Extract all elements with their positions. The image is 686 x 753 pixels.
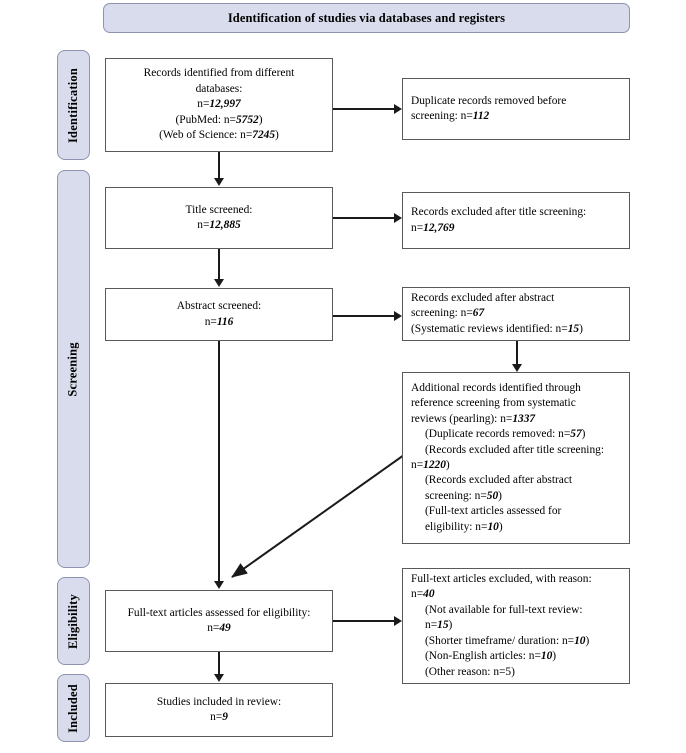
diagram-title-banner: Identification of studies via databases … [103,3,630,33]
connector-title-to-excluded [333,217,395,219]
diagram-title: Identification of studies via databases … [227,10,506,25]
box-fulltext-assessed: Full-text articles assessed for eligibil… [105,590,333,652]
pearling-fulltext-count: eligibility: n=10) [425,520,503,533]
fulltext-excluded-not-available-count: n=15) [425,619,453,632]
connector-abstract-excluded-to-pearling [516,341,518,367]
title-screened-count: n=12,885 [197,219,241,231]
box-title-screened: Title screened: n=12,885 [105,187,333,249]
fulltext-assessed-line1: Full-text articles assessed for eligibil… [127,606,311,619]
duplicates-removed-count: screening: n=112 [411,110,490,122]
abstract-screened-count: n=116 [204,315,234,328]
arrowhead-title-to-excluded [394,213,402,223]
box-abstract-screened: Abstract screened: n=116 [105,288,333,341]
records-identified-pubmed: (PubMed: n=5752) [175,113,263,126]
pearling-title-excluded-count: n=1220) [411,459,450,471]
arrowhead-fulltext-to-excluded [394,616,402,626]
abstract-screened-line1: Abstract screened: [176,300,262,313]
records-identified-line1: Records identified from different [143,67,295,80]
box-fulltext-excluded: Full-text articles excluded, with reason… [402,568,630,684]
fulltext-excluded-other: (Other reason: n=5) [425,665,515,678]
records-identified-line2: databases: [195,82,243,95]
fulltext-excluded-timeframe: (Shorter timeframe/ duration: n=10) [425,634,590,647]
arrowhead-fulltext-to-included [214,674,224,682]
pearling-fulltext-line: (Full-text articles assessed for [425,505,562,518]
title-excluded-line1: Records excluded after title screening: [411,206,587,219]
pearling-total: reviews (pearling): n=1337 [411,412,536,425]
connector-fulltext-to-included [218,652,220,676]
pearling-abstract-excluded-count: screening: n=50) [425,489,502,502]
arrowhead-title-to-abstract [214,279,224,287]
connector-fulltext-to-excluded [333,620,395,622]
studies-included-line1: Studies included in review: [156,695,282,708]
records-identified-total: n=12,997 [197,98,241,111]
abstract-excluded-systematic-reviews: (Systematic reviews identified: n=15) [411,322,583,335]
pearling-line2: reference screening from systematic [411,397,576,410]
fulltext-excluded-line1: Full-text articles excluded, with reason… [411,573,592,586]
abstract-excluded-count: screening: n=67 [411,307,485,320]
stage-label-included: Included [57,674,90,742]
box-duplicates-removed: Duplicate records removed before screeni… [402,78,630,140]
pearling-title-excluded-line: (Records excluded after title screening: [425,443,605,456]
title-screened-line1: Title screened: [185,203,253,216]
stage-label-eligibility: Eligibility [57,577,90,665]
box-studies-included: Studies included in review: n=9 [105,683,333,737]
arrowhead-abstract-excluded-to-pearling [512,364,522,372]
duplicates-removed-line1: Duplicate records removed before [411,94,567,107]
pearling-duplicates: (Duplicate records removed: n=57) [425,428,586,441]
stage-label-screening: Screening [57,170,90,568]
box-abstract-excluded: Records excluded after abstract screenin… [402,287,630,341]
connector-title-to-abstract [218,249,220,282]
pearling-line1: Additional records identified through [411,381,581,394]
fulltext-excluded-not-available: (Not available for full-text review: [425,603,583,616]
box-pearling: Additional records identified through re… [402,372,630,544]
abstract-excluded-line1: Records excluded after abstract [411,291,555,304]
stage-label-identification: Identification [57,50,90,160]
pearling-abstract-excluded-line: (Records excluded after abstract [425,474,573,487]
fulltext-excluded-non-english: (Non-English articles: n=10) [425,650,557,663]
connector-identified-to-duplicates [333,108,395,110]
fulltext-assessed-count: n=49 [207,622,231,634]
records-identified-wos: (Web of Science: n=7245) [159,129,279,142]
arrowhead-identified-to-duplicates [394,104,402,114]
box-records-identified: Records identified from different databa… [105,58,333,152]
arrowhead-abstract-to-excluded [394,311,402,321]
arrowhead-abstract-to-fulltext [214,581,224,589]
arrowhead-identified-to-title [214,178,224,186]
title-excluded-count: n=12,769 [411,221,455,234]
connector-identified-to-title [218,152,220,181]
connector-abstract-to-fulltext [218,341,220,584]
box-title-excluded: Records excluded after title screening: … [402,192,630,249]
connector-abstract-to-excluded [333,315,395,317]
studies-included-count: n=9 [210,711,228,723]
fulltext-excluded-count: n=40 [411,588,435,601]
